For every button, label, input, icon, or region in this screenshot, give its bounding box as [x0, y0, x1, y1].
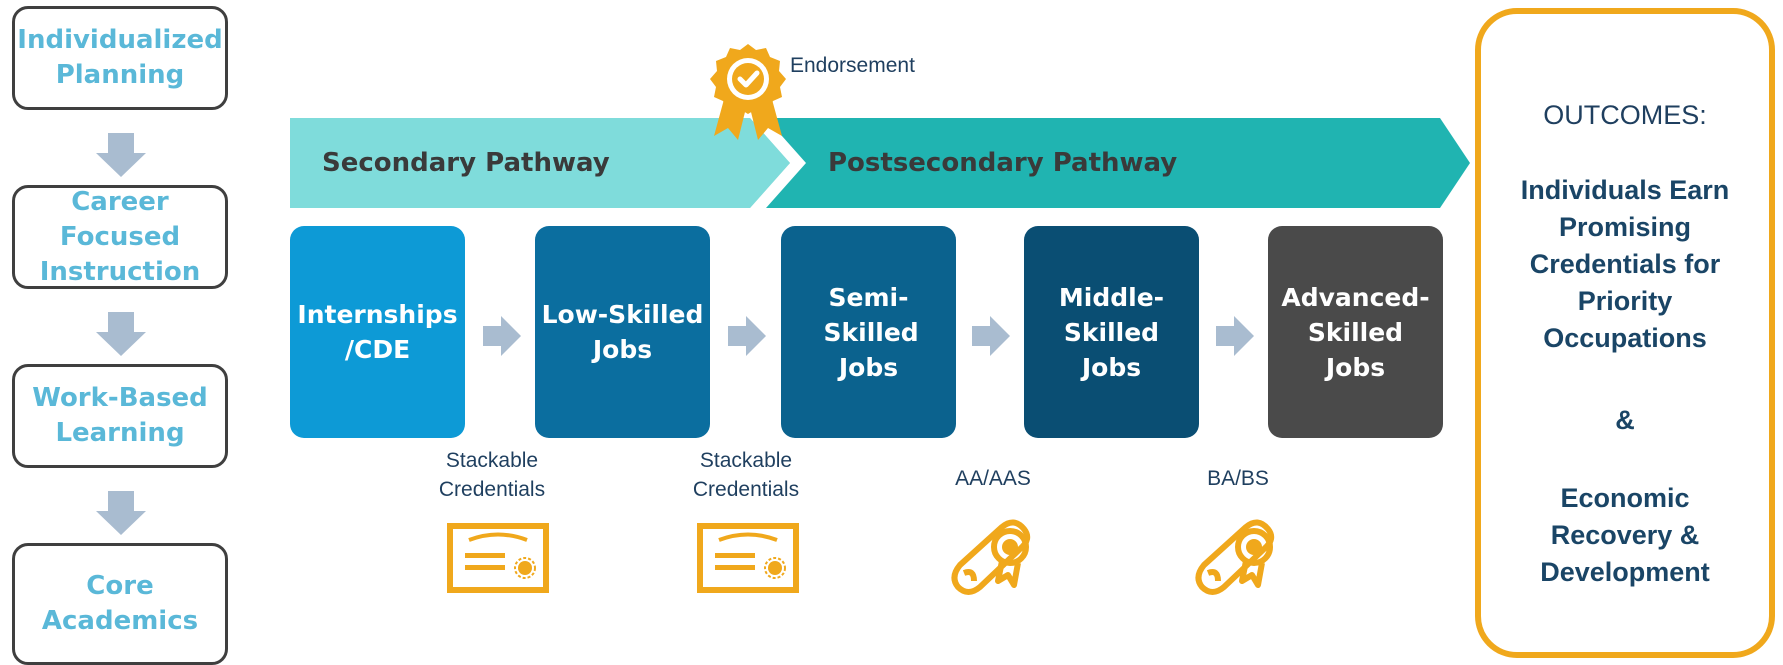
step-work-based-learning: Work-Based Learning: [12, 364, 228, 468]
job-advanced-skilled: Advanced-Skilled Jobs: [1268, 226, 1443, 438]
down-arrow-icon: [96, 312, 146, 356]
job-label: Low-Skilled Jobs: [541, 300, 704, 364]
credential-label: Stackable Credentials: [692, 449, 800, 501]
diploma-icon: [1195, 519, 1275, 595]
outcomes-box: OUTCOMES: Individuals Earn Promising Cre…: [1475, 8, 1775, 658]
pathway-banner: [290, 118, 1470, 208]
job-label: Semi-Skilled Jobs: [823, 282, 919, 382]
step-individualized-planning: Individualized Planning: [12, 6, 228, 110]
endorsement-label: Endorsement: [790, 54, 915, 77]
step-career-focused-instruction: Career Focused Instruction: [12, 185, 228, 289]
job-label: Middle-Skilled Jobs: [1058, 282, 1165, 382]
job-internships-cde: Internships /CDE: [290, 226, 465, 438]
outcomes-title: OUTCOMES:: [1543, 100, 1707, 130]
secondary-pathway-chevron: [290, 118, 790, 208]
job-label: Internships /CDE: [297, 300, 458, 364]
step-label: Career Focused Instruction: [39, 186, 201, 287]
job-label: Advanced-Skilled Jobs: [1281, 282, 1430, 382]
outcomes-credentials: Individuals Earn Promising Credentials f…: [1520, 175, 1730, 353]
certificate-icon: [447, 523, 549, 593]
down-arrow-icon: [96, 133, 146, 177]
postsecondary-pathway-chevron: [730, 118, 1470, 208]
step-label: Core Academics: [41, 571, 199, 636]
job-middle-skilled: Middle-Skilled Jobs: [1024, 226, 1199, 438]
outcomes-ampersand: &: [1615, 405, 1635, 435]
job-low-skilled: Low-Skilled Jobs: [535, 226, 710, 438]
down-arrow-icon: [96, 491, 146, 535]
diploma-icon: [951, 519, 1031, 595]
secondary-pathway-label: Secondary Pathway: [322, 148, 610, 178]
award-ribbon-icon: [710, 44, 786, 140]
postsecondary-pathway-label: Postsecondary Pathway: [828, 148, 1178, 178]
right-arrow-icon: [728, 316, 766, 356]
right-arrow-icon: [972, 316, 1010, 356]
certificate-icon: [697, 523, 799, 593]
step-label: Individualized Planning: [17, 25, 223, 90]
outcomes-economic: Economic Recovery & Development: [1540, 483, 1710, 587]
right-arrow-icon: [483, 316, 521, 356]
credential-label: AA/AAS: [955, 467, 1031, 490]
step-core-academics: Core Academics: [12, 543, 228, 665]
job-semi-skilled: Semi-Skilled Jobs: [781, 226, 956, 438]
credential-label: Stackable Credentials: [438, 449, 546, 501]
step-label: Work-Based Learning: [32, 383, 208, 448]
credential-label: BA/BS: [1207, 467, 1269, 490]
right-arrow-icon: [1216, 316, 1254, 356]
